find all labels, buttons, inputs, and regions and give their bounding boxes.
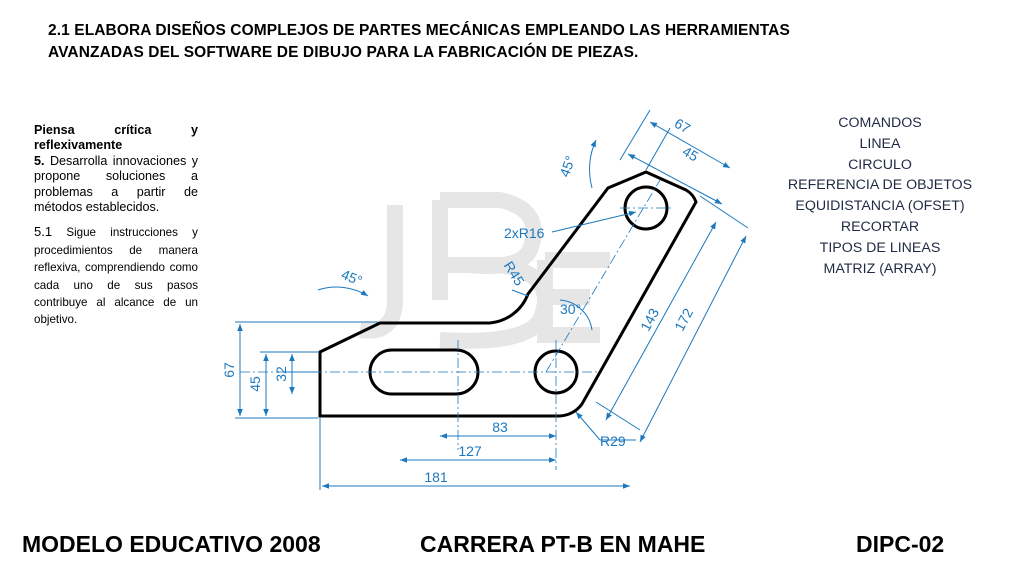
title-line-2: AVANZADAS DEL SOFTWARE DE DIBUJO PARA LA… (48, 44, 639, 61)
footer-career: CARRERA PT-B EN MAHE (420, 531, 706, 557)
dim-83: 83 (492, 419, 508, 435)
dim-172: 172 (671, 305, 696, 333)
dim-45-left: 45 (247, 376, 263, 392)
commands-item: COMANDOS (838, 115, 922, 131)
dim-67-top: 67 (672, 115, 694, 137)
footer-educational-model: MODELO EDUCATIVO 2008 (22, 531, 321, 557)
item-5-1-text: Sigue instrucciones y procedimientos de … (34, 226, 198, 327)
commands-list: COMANDOS LINEA CIRCULO REFERENCIA DE OBJ… (760, 113, 1000, 279)
angle-30: 30° (560, 301, 581, 317)
commands-item: REFERENCIA DE OBJETOS (787, 177, 973, 194)
dim-67-left: 67 (221, 362, 237, 378)
dim-143: 143 (637, 305, 662, 333)
commands-item: EQUIDISTANCIA (OFSET) (795, 198, 965, 215)
dimensions: 67 45 45° 2xR16 R45 45° 30° 143 172 67 4… (221, 109, 749, 490)
center-lines (240, 179, 672, 470)
radius-2xr16: 2xR16 (504, 225, 545, 241)
watermark-logo (358, 192, 610, 349)
commands-item: CIRCULO (848, 156, 912, 173)
dim-45-top: 45 (680, 143, 702, 165)
competency-heading: Piensa crítica y reflexivamente (34, 123, 198, 153)
angle-45-left: 45° (339, 266, 365, 289)
commands-item: LINEA (859, 135, 901, 152)
radius-r29: R29 (600, 433, 626, 449)
footer-code: DIPC-02 (856, 531, 945, 557)
competency-item-5: 5. Desarrolla innovaciones y propone sol… (34, 154, 198, 216)
slide-title: 2.1 ELABORA DISEÑOS COMPLEJOS DE PARTES … (48, 20, 978, 64)
dim-181: 181 (424, 469, 448, 485)
commands-item: TIPOS DE LINEAS (819, 239, 941, 256)
item-5-number: 5. (34, 153, 45, 168)
competency-item-5-1: 5.1 Sigue instrucciones y procedimientos… (34, 223, 198, 328)
commands-item: MATRIZ (ARRAY) (823, 260, 937, 277)
angle-45-top: 45° (556, 154, 578, 179)
item-5-text: Desarrolla innovaciones y propone soluci… (34, 153, 199, 215)
competency-text: Piensa crítica y reflexivamente 5. Desar… (34, 123, 198, 329)
dim-127: 127 (458, 443, 482, 459)
title-line-1: 2.1 ELABORA DISEÑOS COMPLEJOS DE PARTES … (48, 22, 790, 39)
dim-32: 32 (273, 366, 289, 382)
item-5-1-number: 5.1 (34, 224, 53, 240)
commands-item: RECORTAR (840, 218, 920, 235)
